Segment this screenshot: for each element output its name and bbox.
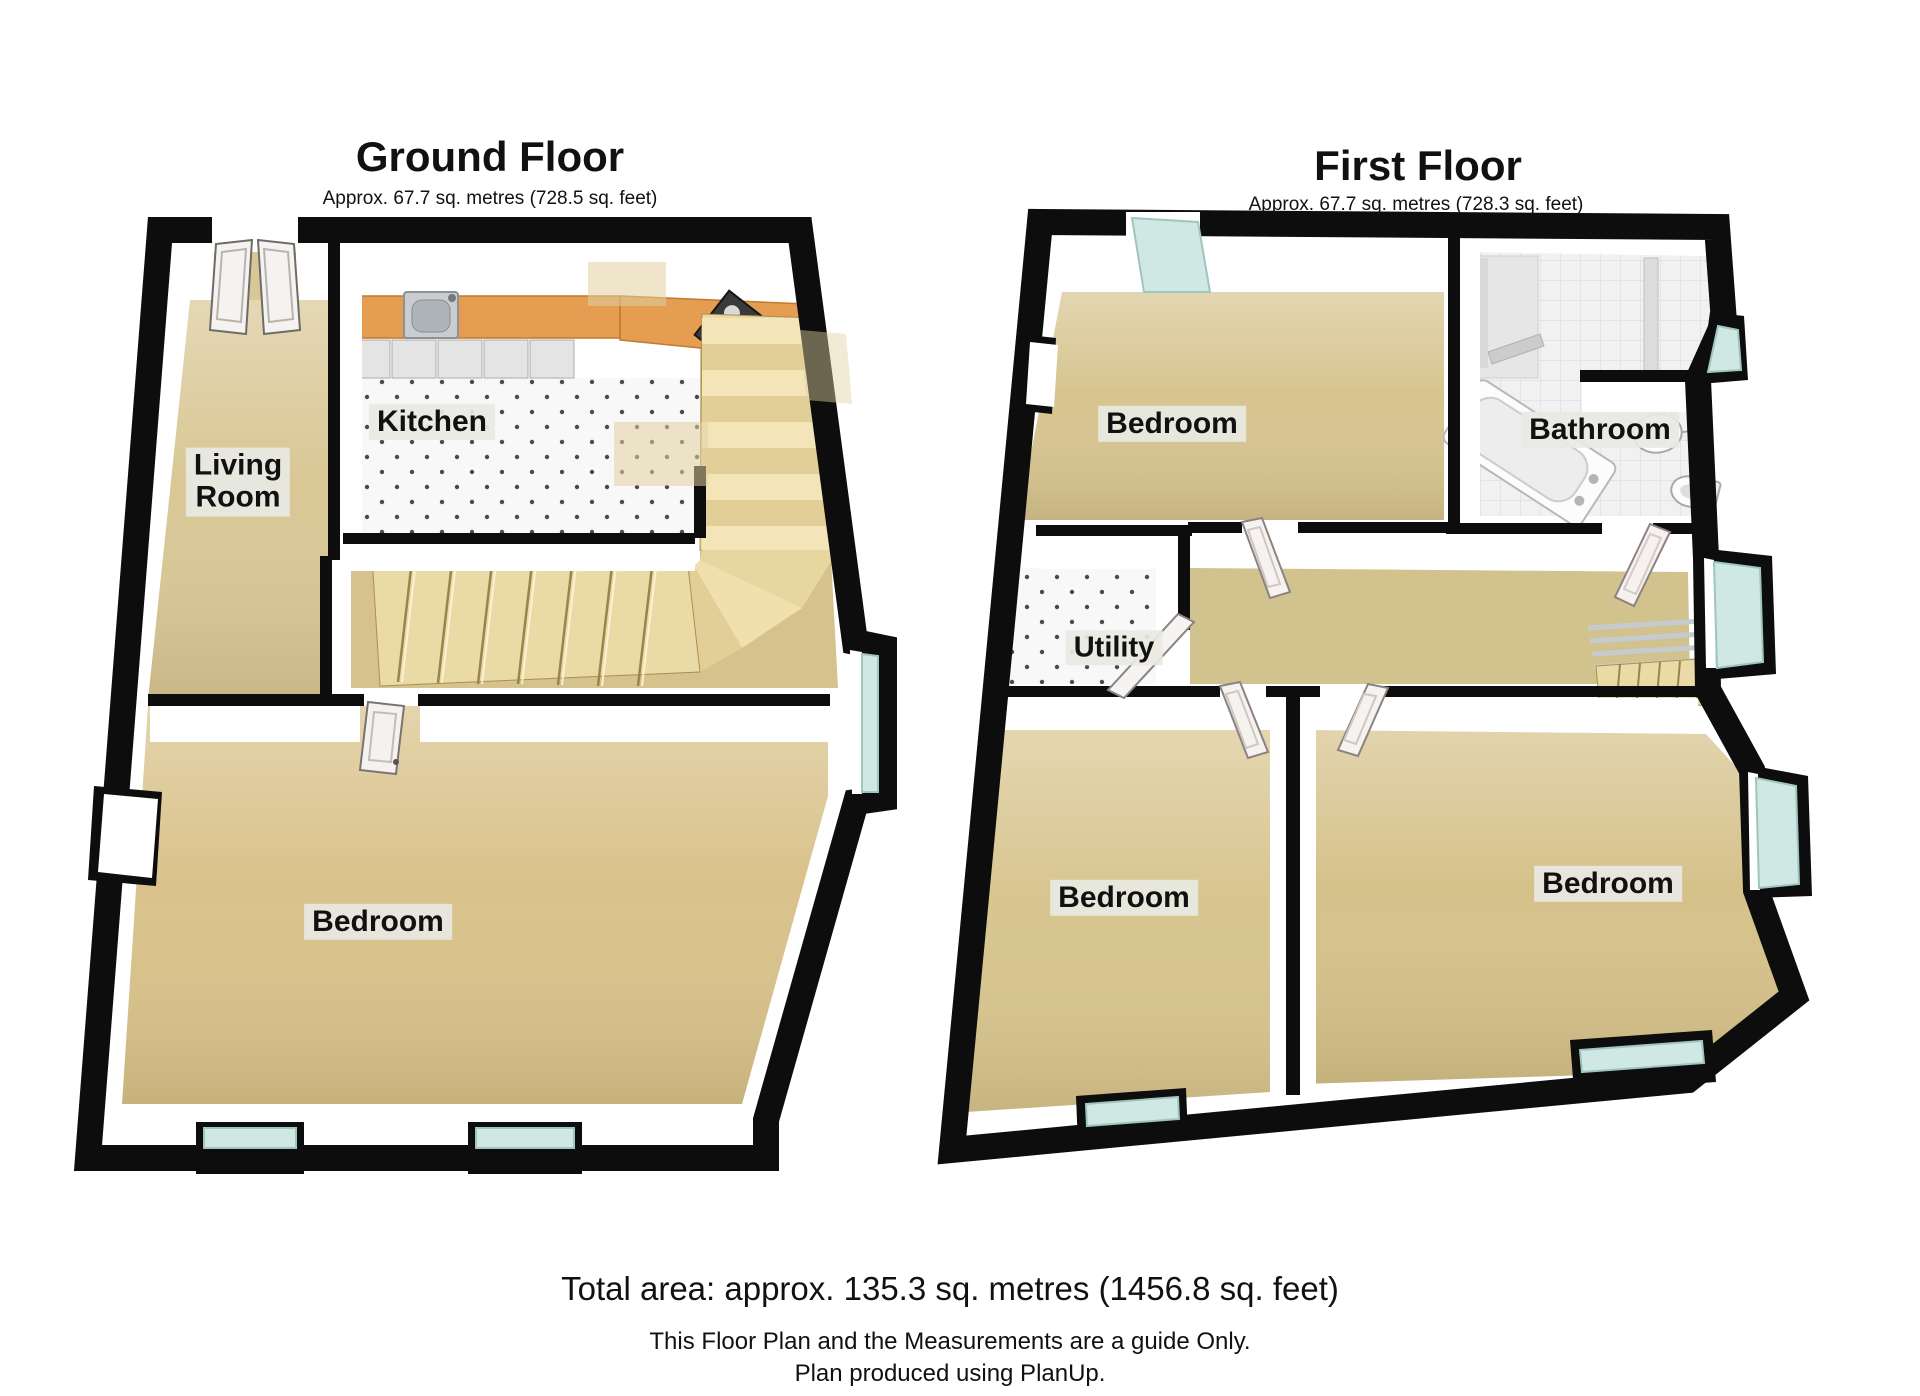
kitchen-cabinets-icon	[345, 339, 575, 379]
ground-floor-subtitle: Approx. 67.7 sq. metres (728.5 sq. feet)	[322, 188, 658, 209]
gf-outer-wall	[73, 217, 897, 1171]
kitchen-label: Kitchen	[368, 403, 496, 441]
ff-bedroom-right-shade	[1302, 730, 1786, 1084]
ff-landing-floor	[1190, 568, 1690, 684]
ff-bedroom-top-label: Bedroom	[1098, 405, 1246, 443]
ff-window-landing-icon	[1700, 548, 1776, 680]
gf-window-bottom-right-icon	[468, 1110, 582, 1174]
ground-floor-title: Ground Floor	[355, 133, 625, 180]
gf-stair-ghost-overlays	[588, 262, 852, 486]
bathroom-partition-stub	[1643, 257, 1659, 377]
ff-bedroom-left-door-icon	[1218, 680, 1270, 760]
total-area-text: Total area: approx. 135.3 sq. metres (14…	[561, 1270, 1339, 1307]
french-door-icon	[208, 238, 302, 336]
sink-icon	[403, 291, 459, 339]
ff-bedroom-top-door-icon	[1240, 516, 1292, 600]
utility-label: Utility	[1065, 630, 1163, 666]
ff-window-bottom-right-icon	[1570, 1030, 1716, 1092]
produced-by-text: Plan produced using PlanUp.	[794, 1360, 1106, 1387]
ff-chimney-breast	[1016, 334, 1058, 414]
ff-window-bathroom-icon	[1700, 312, 1748, 384]
gf-staircase-icon	[371, 313, 839, 687]
gf-bedroom-door-icon	[358, 700, 406, 776]
first-floor-plan	[937, 208, 1812, 1165]
ff-bedroom-right-door-icon	[1336, 682, 1390, 758]
first-floor-subtitle: Approx. 67.7 sq. metres (728.3 sq. feet)	[1248, 194, 1584, 215]
gf-bedroom-label: Bedroom	[304, 903, 452, 941]
gf-internal-walls	[148, 240, 836, 742]
first-floor-title: First Floor	[1314, 142, 1522, 189]
bathroom-door-icon	[1613, 522, 1672, 608]
ff-window-bedroom-right-icon	[1744, 764, 1812, 898]
bathroom-label: Bathroom	[1521, 411, 1679, 449]
gf-bedroom-shade	[122, 706, 828, 1104]
ff-outer-wall	[937, 208, 1810, 1165]
ff-bedroom-left-shade	[966, 730, 1270, 1112]
ff-bedroom-right-label: Bedroom	[1534, 865, 1682, 903]
ff-bedroom-left-label: Bedroom	[1050, 879, 1198, 917]
ff-internal-walls	[1006, 222, 1722, 1095]
gf-chimney-breast	[88, 786, 162, 886]
ff-window-top-icon	[1126, 212, 1212, 293]
ground-floor-plan	[73, 214, 897, 1174]
living-room-label: Living Room	[185, 447, 291, 517]
ff-window-bottom-left-icon	[1076, 1088, 1188, 1146]
gf-window-bottom-left-icon	[196, 1110, 304, 1174]
disclaimer-text: This Floor Plan and the Measurements are…	[649, 1328, 1251, 1355]
gf-window-right-bay-icon	[850, 650, 879, 794]
bathtub-icon	[1442, 379, 1617, 527]
